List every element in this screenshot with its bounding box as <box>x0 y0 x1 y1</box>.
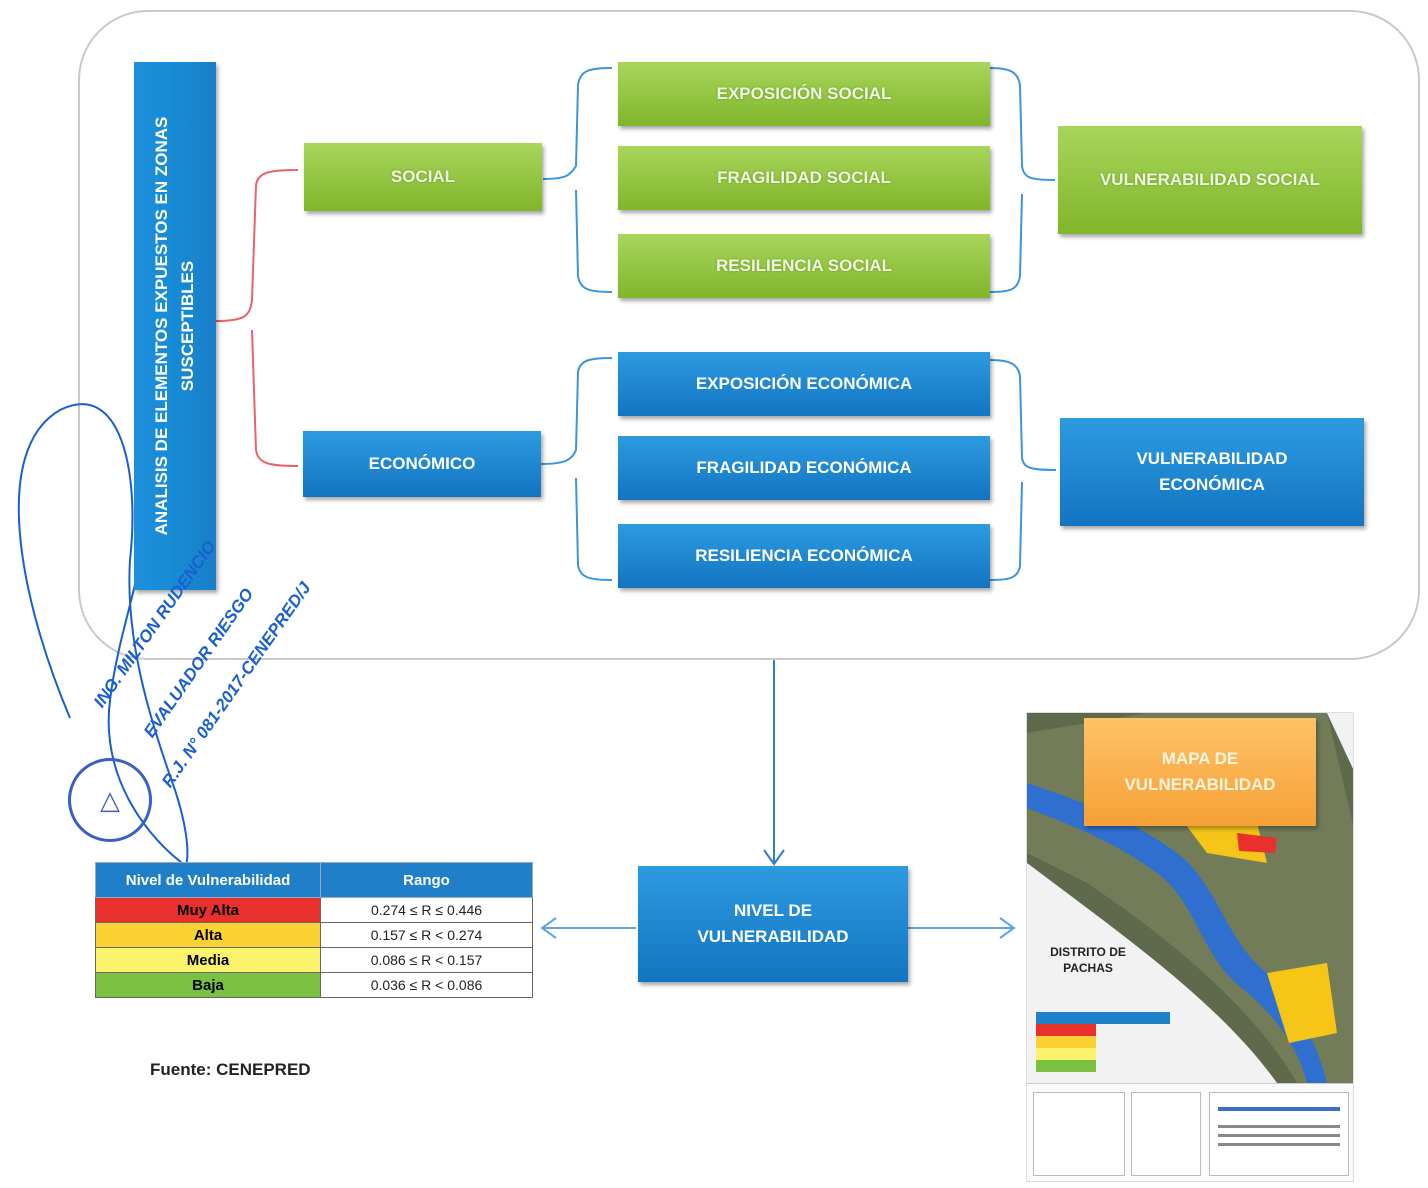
mini-legend-range-2 <box>1096 1036 1170 1048</box>
map-district-label: DISTRITO DE PACHAS <box>1050 945 1126 975</box>
nivel-vulnerabilidad-box: NIVEL DE VULNERABILIDAD <box>638 866 908 982</box>
legend-range-cell: 0.157 ≤ R < 0.274 <box>320 922 533 948</box>
map-inset <box>1033 1092 1125 1176</box>
mini-legend-swatch-4 <box>1036 1060 1096 1072</box>
mini-legend-swatch-2 <box>1036 1036 1096 1048</box>
triangle-icon: △ <box>100 784 120 815</box>
right-arrow-head <box>999 917 1016 939</box>
legend-level-cell: Media <box>95 947 321 973</box>
map-title-block <box>1209 1092 1349 1176</box>
social-box: SOCIAL <box>304 143 542 211</box>
vulnerabilidad-economica-box: VULNERABILIDAD ECONÓMICA <box>1060 418 1364 526</box>
legend-level-cell: Alta <box>95 922 321 948</box>
legend-level-cell: Muy Alta <box>95 897 321 923</box>
map-footer <box>1027 1083 1353 1181</box>
mini-legend-swatch-3 <box>1036 1048 1096 1060</box>
vulnerabilidad-social-box: VULNERABILIDAD SOCIAL <box>1058 126 1362 234</box>
exposicion-economica-box: EXPOSICIÓN ECONÓMICA <box>618 352 990 416</box>
economic-bracket-left <box>540 357 613 581</box>
mini-legend-range-4 <box>1096 1060 1170 1072</box>
down-arrow-head <box>763 849 785 866</box>
map-mini-legend <box>1036 1012 1170 1072</box>
fragilidad-economica-box: FRAGILIDAD ECONÓMICA <box>618 436 990 500</box>
diagram-frame <box>78 10 1420 660</box>
legend-header-level: Nivel de Vulnerabilidad <box>95 862 321 898</box>
mini-legend-swatch-1 <box>1036 1024 1096 1036</box>
analysis-vertical-bar: ANALISIS DE ELEMENTOS EXPUESTOS EN ZONAS… <box>134 62 216 590</box>
mini-legend-range-3 <box>1096 1048 1170 1060</box>
red-bracket <box>215 169 299 467</box>
legend-header-row: Nivel de Vulnerabilidad Rango <box>95 862 533 898</box>
legend-range-cell: 0.086 ≤ R < 0.157 <box>320 947 533 973</box>
economic-bracket-right <box>989 359 1057 581</box>
mini-legend-range-1 <box>1096 1024 1170 1036</box>
analysis-title: ANALISIS DE ELEMENTOS EXPUESTOS EN ZONAS… <box>152 116 197 536</box>
map-title-box: MAPA DE VULNERABILIDAD <box>1084 718 1316 826</box>
exposicion-social-box: EXPOSICIÓN SOCIAL <box>618 62 990 126</box>
economico-box: ECONÓMICO <box>303 431 541 497</box>
official-seal: △ <box>68 758 152 842</box>
legend-header-range: Rango <box>320 862 533 898</box>
resiliencia-social-box: RESILIENCIA SOCIAL <box>618 234 990 298</box>
legend-range-cell: 0.274 ≤ R ≤ 0.446 <box>320 897 533 923</box>
social-bracket-right <box>989 67 1056 293</box>
source-note: Fuente: CENEPRED <box>150 1060 311 1079</box>
social-bracket-left <box>542 67 613 293</box>
mini-legend-header <box>1036 1012 1170 1024</box>
legend-level-cell: Baja <box>95 972 321 998</box>
left-arrow-head <box>540 917 557 939</box>
legend-range-cell: 0.036 ≤ R < 0.086 <box>320 972 533 998</box>
map-inset-2 <box>1131 1092 1201 1176</box>
fragilidad-social-box: FRAGILIDAD SOCIAL <box>618 146 990 210</box>
resiliencia-economica-box: RESILIENCIA ECONÓMICA <box>618 524 990 588</box>
